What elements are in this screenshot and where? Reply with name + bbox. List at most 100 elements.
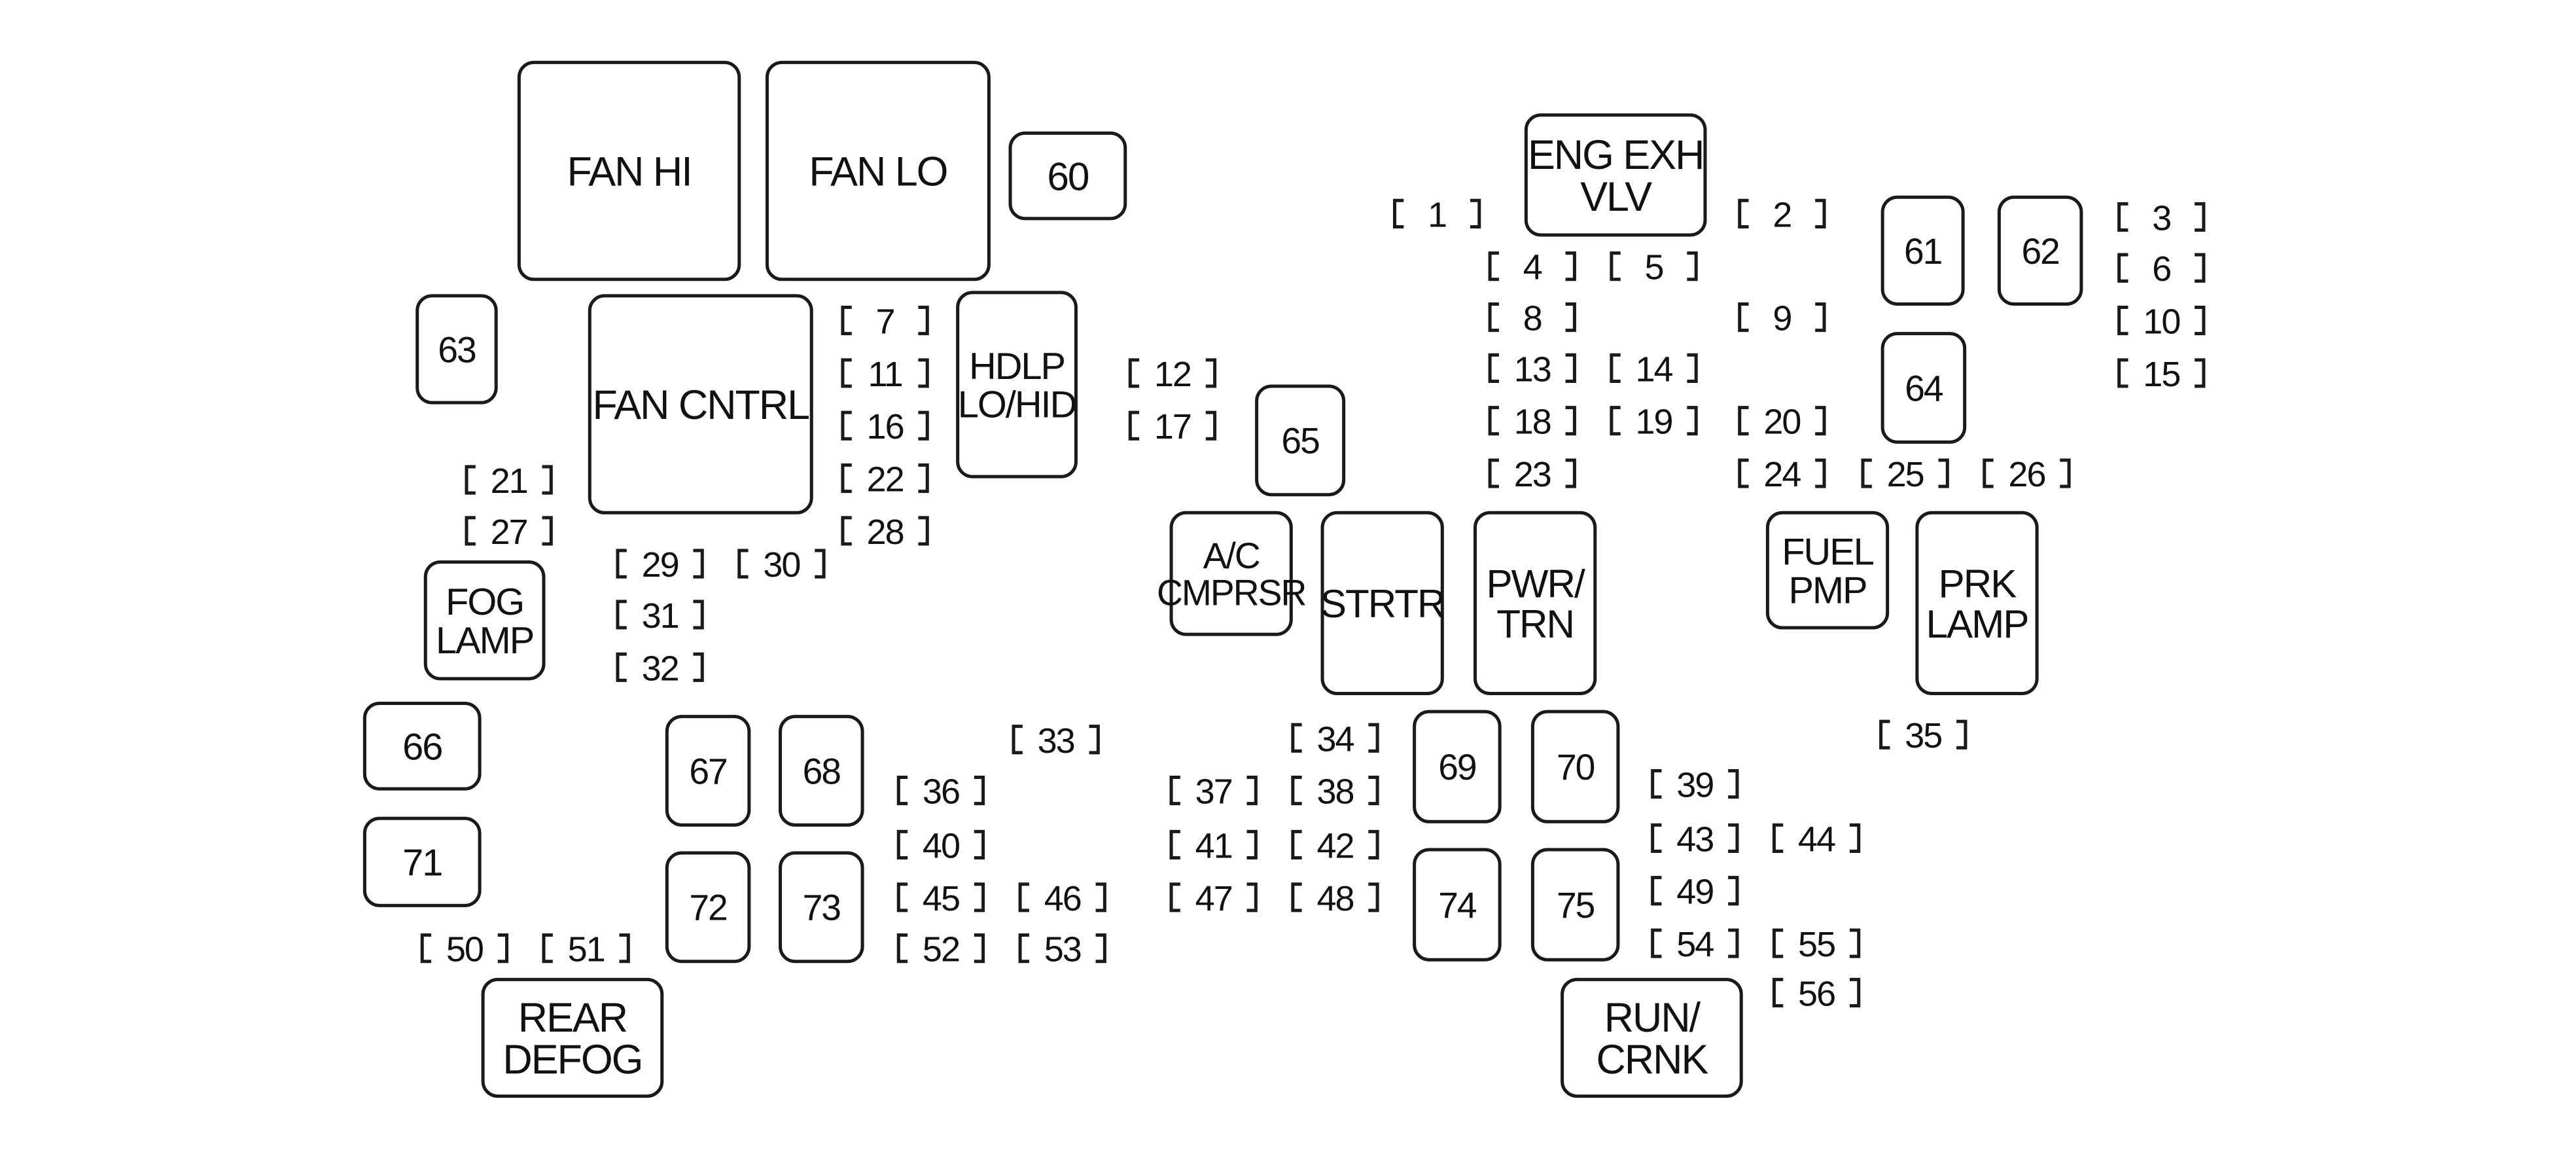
relay-label: DEFOG bbox=[503, 1037, 642, 1083]
relay-label: RUN/ bbox=[1604, 995, 1701, 1041]
fuse-1: 1 bbox=[1393, 195, 1481, 234]
fuse-bracket-right bbox=[1095, 882, 1106, 912]
relay-label: 70 bbox=[1557, 747, 1595, 787]
fuse-bracket-right bbox=[1849, 823, 1861, 853]
fuse-bracket-right bbox=[1246, 829, 1258, 860]
fuse-46: 46 bbox=[1018, 879, 1106, 918]
relay-outline bbox=[1530, 848, 1620, 962]
fuse-29: 29 bbox=[616, 545, 704, 585]
fuse-bracket-right bbox=[1205, 410, 1217, 441]
fuse-number: 38 bbox=[1316, 772, 1353, 812]
fuse-28: 28 bbox=[841, 513, 929, 552]
fuse-bracket-left bbox=[465, 465, 476, 495]
fuse-bracket-right bbox=[2195, 202, 2206, 232]
fuse-number: 24 bbox=[1763, 455, 1801, 494]
relay-label: FAN LO bbox=[809, 149, 947, 195]
relay-label: 60 bbox=[1047, 154, 1089, 198]
relay-71-relay: 71 bbox=[362, 816, 482, 907]
fuse-bracket-right bbox=[2195, 253, 2206, 283]
fuse-bracket-right bbox=[1815, 458, 1826, 488]
relay-label: 75 bbox=[1557, 885, 1595, 926]
fuse-bracket-right bbox=[1368, 882, 1379, 912]
relay-label: 66 bbox=[402, 727, 442, 768]
fuse-bracket-right bbox=[1938, 458, 1949, 488]
relay-label: 68 bbox=[803, 751, 841, 791]
relay-outline bbox=[1169, 511, 1293, 636]
fuse-bracket-right bbox=[1815, 406, 1826, 436]
fuse-bracket-left bbox=[1772, 977, 1784, 1007]
notch bbox=[1551, 845, 1600, 848]
relay-label: HDLP bbox=[969, 346, 1065, 388]
relay-label: 61 bbox=[1904, 231, 1942, 272]
fuse-number: 3 bbox=[2152, 198, 2170, 238]
fuse-bracket-right bbox=[2195, 358, 2206, 388]
fuse-bracket-left bbox=[2117, 202, 2128, 232]
fuse-54: 54 bbox=[1651, 925, 1739, 964]
fuse-bracket-left bbox=[1651, 876, 1662, 906]
fuse-number: 51 bbox=[568, 930, 605, 969]
fuse-number: 39 bbox=[1676, 766, 1713, 805]
fuse-number: 1 bbox=[1428, 195, 1446, 234]
relay-label: STRTR bbox=[1320, 581, 1445, 626]
fuse-bracket-right bbox=[693, 600, 704, 630]
fuse-bracket-left bbox=[1651, 928, 1662, 958]
relay-label: LAMP bbox=[1926, 602, 2028, 646]
fuse-bracket-right bbox=[1246, 882, 1258, 912]
relay-label: PMP bbox=[1788, 569, 1866, 611]
fuse-bracket-right bbox=[974, 882, 985, 912]
fuse-bracket-left bbox=[1291, 882, 1302, 912]
fuse-bracket-left bbox=[1861, 458, 1872, 488]
fuse-number: 48 bbox=[1316, 879, 1353, 918]
relay-outline bbox=[1413, 848, 1502, 962]
pwr-trn-relay: PWR/TRN bbox=[1473, 511, 1597, 695]
fuse-bracket-right bbox=[1728, 768, 1739, 799]
fuse-bracket-left bbox=[841, 410, 852, 441]
fuse-41: 41 bbox=[1169, 826, 1258, 865]
fuse-number: 10 bbox=[2143, 302, 2179, 342]
fuse-bracket-left bbox=[1772, 823, 1784, 853]
run-crnk-relay: RUN/CRNK bbox=[1561, 977, 1743, 1098]
fuse-bracket-right bbox=[815, 549, 826, 579]
fuse-49: 49 bbox=[1651, 873, 1739, 912]
relay-label: REAR bbox=[518, 995, 627, 1041]
fuse-52: 52 bbox=[896, 930, 985, 969]
fuse-number: 50 bbox=[446, 930, 483, 969]
fuse-bracket-right bbox=[1368, 829, 1379, 860]
relay-outline bbox=[362, 702, 482, 791]
fuse-number: 34 bbox=[1316, 719, 1354, 759]
notch bbox=[1551, 708, 1600, 710]
fuse-bracket-left bbox=[841, 305, 852, 336]
fuse-bracket-right bbox=[1728, 823, 1739, 853]
fuse-number: 20 bbox=[1763, 403, 1800, 442]
fuse-45: 45 bbox=[896, 879, 985, 918]
relay-outline bbox=[362, 816, 482, 907]
relay-label: ENG EXH bbox=[1528, 132, 1703, 178]
notch bbox=[1433, 708, 1481, 710]
fuse-bracket-right bbox=[497, 933, 509, 964]
fuse-number: 13 bbox=[1514, 350, 1551, 389]
fuse-35: 35 bbox=[1879, 716, 1967, 755]
relay-label: PWR/ bbox=[1486, 561, 1585, 605]
fuse-number: 41 bbox=[1195, 826, 1232, 865]
fuse-19: 19 bbox=[1610, 403, 1698, 442]
fuse-10: 10 bbox=[2117, 302, 2206, 342]
fuse-3: 3 bbox=[2117, 198, 2206, 238]
fuse-15: 15 bbox=[2117, 355, 2206, 394]
fuse-number: 25 bbox=[1887, 455, 1924, 494]
fuse-16: 16 bbox=[841, 407, 929, 446]
fuse-bracket-right bbox=[1815, 302, 1826, 333]
fuse-bracket-left bbox=[1291, 829, 1302, 860]
relay-outline bbox=[1413, 710, 1502, 823]
fuse-number: 55 bbox=[1798, 925, 1835, 964]
fuse-number: 33 bbox=[1038, 721, 1074, 761]
fuse-number: 53 bbox=[1044, 930, 1081, 969]
fuse-18: 18 bbox=[1488, 403, 1576, 442]
relay-label: 69 bbox=[1438, 747, 1476, 787]
relay-62-relay: 62 bbox=[1997, 193, 2083, 306]
relay-outline bbox=[1915, 511, 2039, 695]
fuse-21: 21 bbox=[465, 461, 553, 501]
fuse-bracket-left bbox=[896, 829, 908, 860]
fuse-bracket-left bbox=[616, 600, 627, 630]
fuse-56: 56 bbox=[1772, 974, 1861, 1013]
